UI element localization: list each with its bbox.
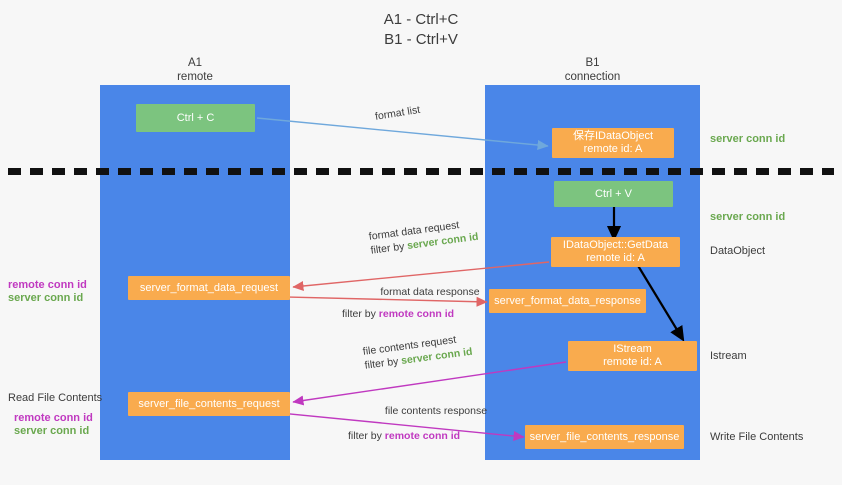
filter-prefix: filter by <box>363 355 402 372</box>
node-save-idataobject-title: 保存IDataObject <box>572 130 654 142</box>
node-save-idataobject[interactable]: 保存IDataObject remote id: A <box>552 128 674 158</box>
node-getdata-title: IDataObject::GetData <box>562 239 669 251</box>
right-label-istream: Istream <box>710 350 747 362</box>
edge-label-file-contents-response-filter: filter by remote conn id <box>346 429 526 443</box>
node-ctrl-v[interactable]: Ctrl + V <box>554 181 673 207</box>
node-server-format-data-request[interactable]: server_format_data_request <box>128 276 290 300</box>
phase-separator-dashed-line <box>8 168 834 175</box>
node-server-format-data-response[interactable]: server_format_data_response <box>489 289 646 313</box>
filter-prefix: filter by <box>342 308 379 320</box>
filter-value-remote-conn-id: remote conn id <box>384 430 461 442</box>
node-save-idataobject-remote-id: remote id: A <box>583 143 643 155</box>
left-label-server-conn-id-mid: server conn id <box>8 292 84 304</box>
node-server-file-contents-response-label: server_file_contents_response <box>529 430 680 443</box>
lane-a1-name: A1 <box>187 57 203 69</box>
title-line-1: A1 - Ctrl+C <box>383 11 459 28</box>
edge-label-format-list: format list <box>374 103 421 123</box>
filter-prefix: filter by <box>348 430 385 442</box>
node-server-file-contents-response[interactable]: server_file_contents_response <box>525 425 684 449</box>
lane-b1-subtitle: connection <box>564 71 621 83</box>
edge-label-format-data-response-filter: filter by remote conn id <box>340 307 520 321</box>
edge-label-format-data-response-text: format data response <box>380 286 480 298</box>
left-label-remote-conn-id-low: remote conn id <box>14 412 93 424</box>
right-label-server-conn-id-top: server conn id <box>710 133 786 145</box>
node-ctrl-v-label: Ctrl + V <box>595 187 632 200</box>
node-server-format-data-request-label: server_format_data_request <box>139 281 279 294</box>
filter-value-remote-conn-id: remote conn id <box>378 308 455 320</box>
lane-a1-subtitle: remote <box>177 71 213 83</box>
node-ctrl-c-label: Ctrl + C <box>176 111 215 124</box>
left-label-remote-conn-id-mid: remote conn id <box>8 279 87 291</box>
node-istream-title: IStream <box>613 343 652 355</box>
diagram-title: A1 - Ctrl+C B1 - Ctrl+V <box>0 10 842 50</box>
right-label-write-file-contents: Write File Contents <box>710 431 804 443</box>
lane-header-b1: B1 connection <box>485 56 700 84</box>
edge-label-format-data-request: format data request filter by server con… <box>368 216 479 258</box>
lane-b1-name: B1 <box>585 57 600 69</box>
left-label-server-conn-id-low: server conn id <box>14 425 90 437</box>
node-server-file-contents-request[interactable]: server_file_contents_request <box>128 392 290 416</box>
right-label-dataobject: DataObject <box>710 245 766 257</box>
node-istream[interactable]: IStream remote id: A <box>568 341 697 371</box>
edge-label-file-contents-response: file contents response filter by remote … <box>346 404 526 443</box>
node-getdata-remote-id: remote id: A <box>586 252 645 264</box>
filter-prefix: filter by <box>369 240 408 257</box>
edge-label-file-contents-response-text: file contents response <box>384 405 488 417</box>
node-server-format-data-response-label: server_format_data_response <box>494 294 641 307</box>
node-server-file-contents-request-label: server_file_contents_request <box>138 397 280 410</box>
title-line-2: B1 - Ctrl+V <box>384 31 458 48</box>
lane-header-a1: A1 remote <box>100 56 290 84</box>
edge-label-file-contents-request: file contents request filter by server c… <box>362 331 473 373</box>
node-idataobject-getdata[interactable]: IDataObject::GetData remote id: A <box>551 237 680 267</box>
edge-label-format-data-response: format data response filter by remote co… <box>340 285 520 321</box>
node-ctrl-c[interactable]: Ctrl + C <box>136 104 255 132</box>
left-label-read-file-contents: Read File Contents <box>8 392 103 404</box>
right-label-server-conn-id-mid: server conn id <box>710 211 786 223</box>
node-istream-remote-id: remote id: A <box>603 356 662 368</box>
